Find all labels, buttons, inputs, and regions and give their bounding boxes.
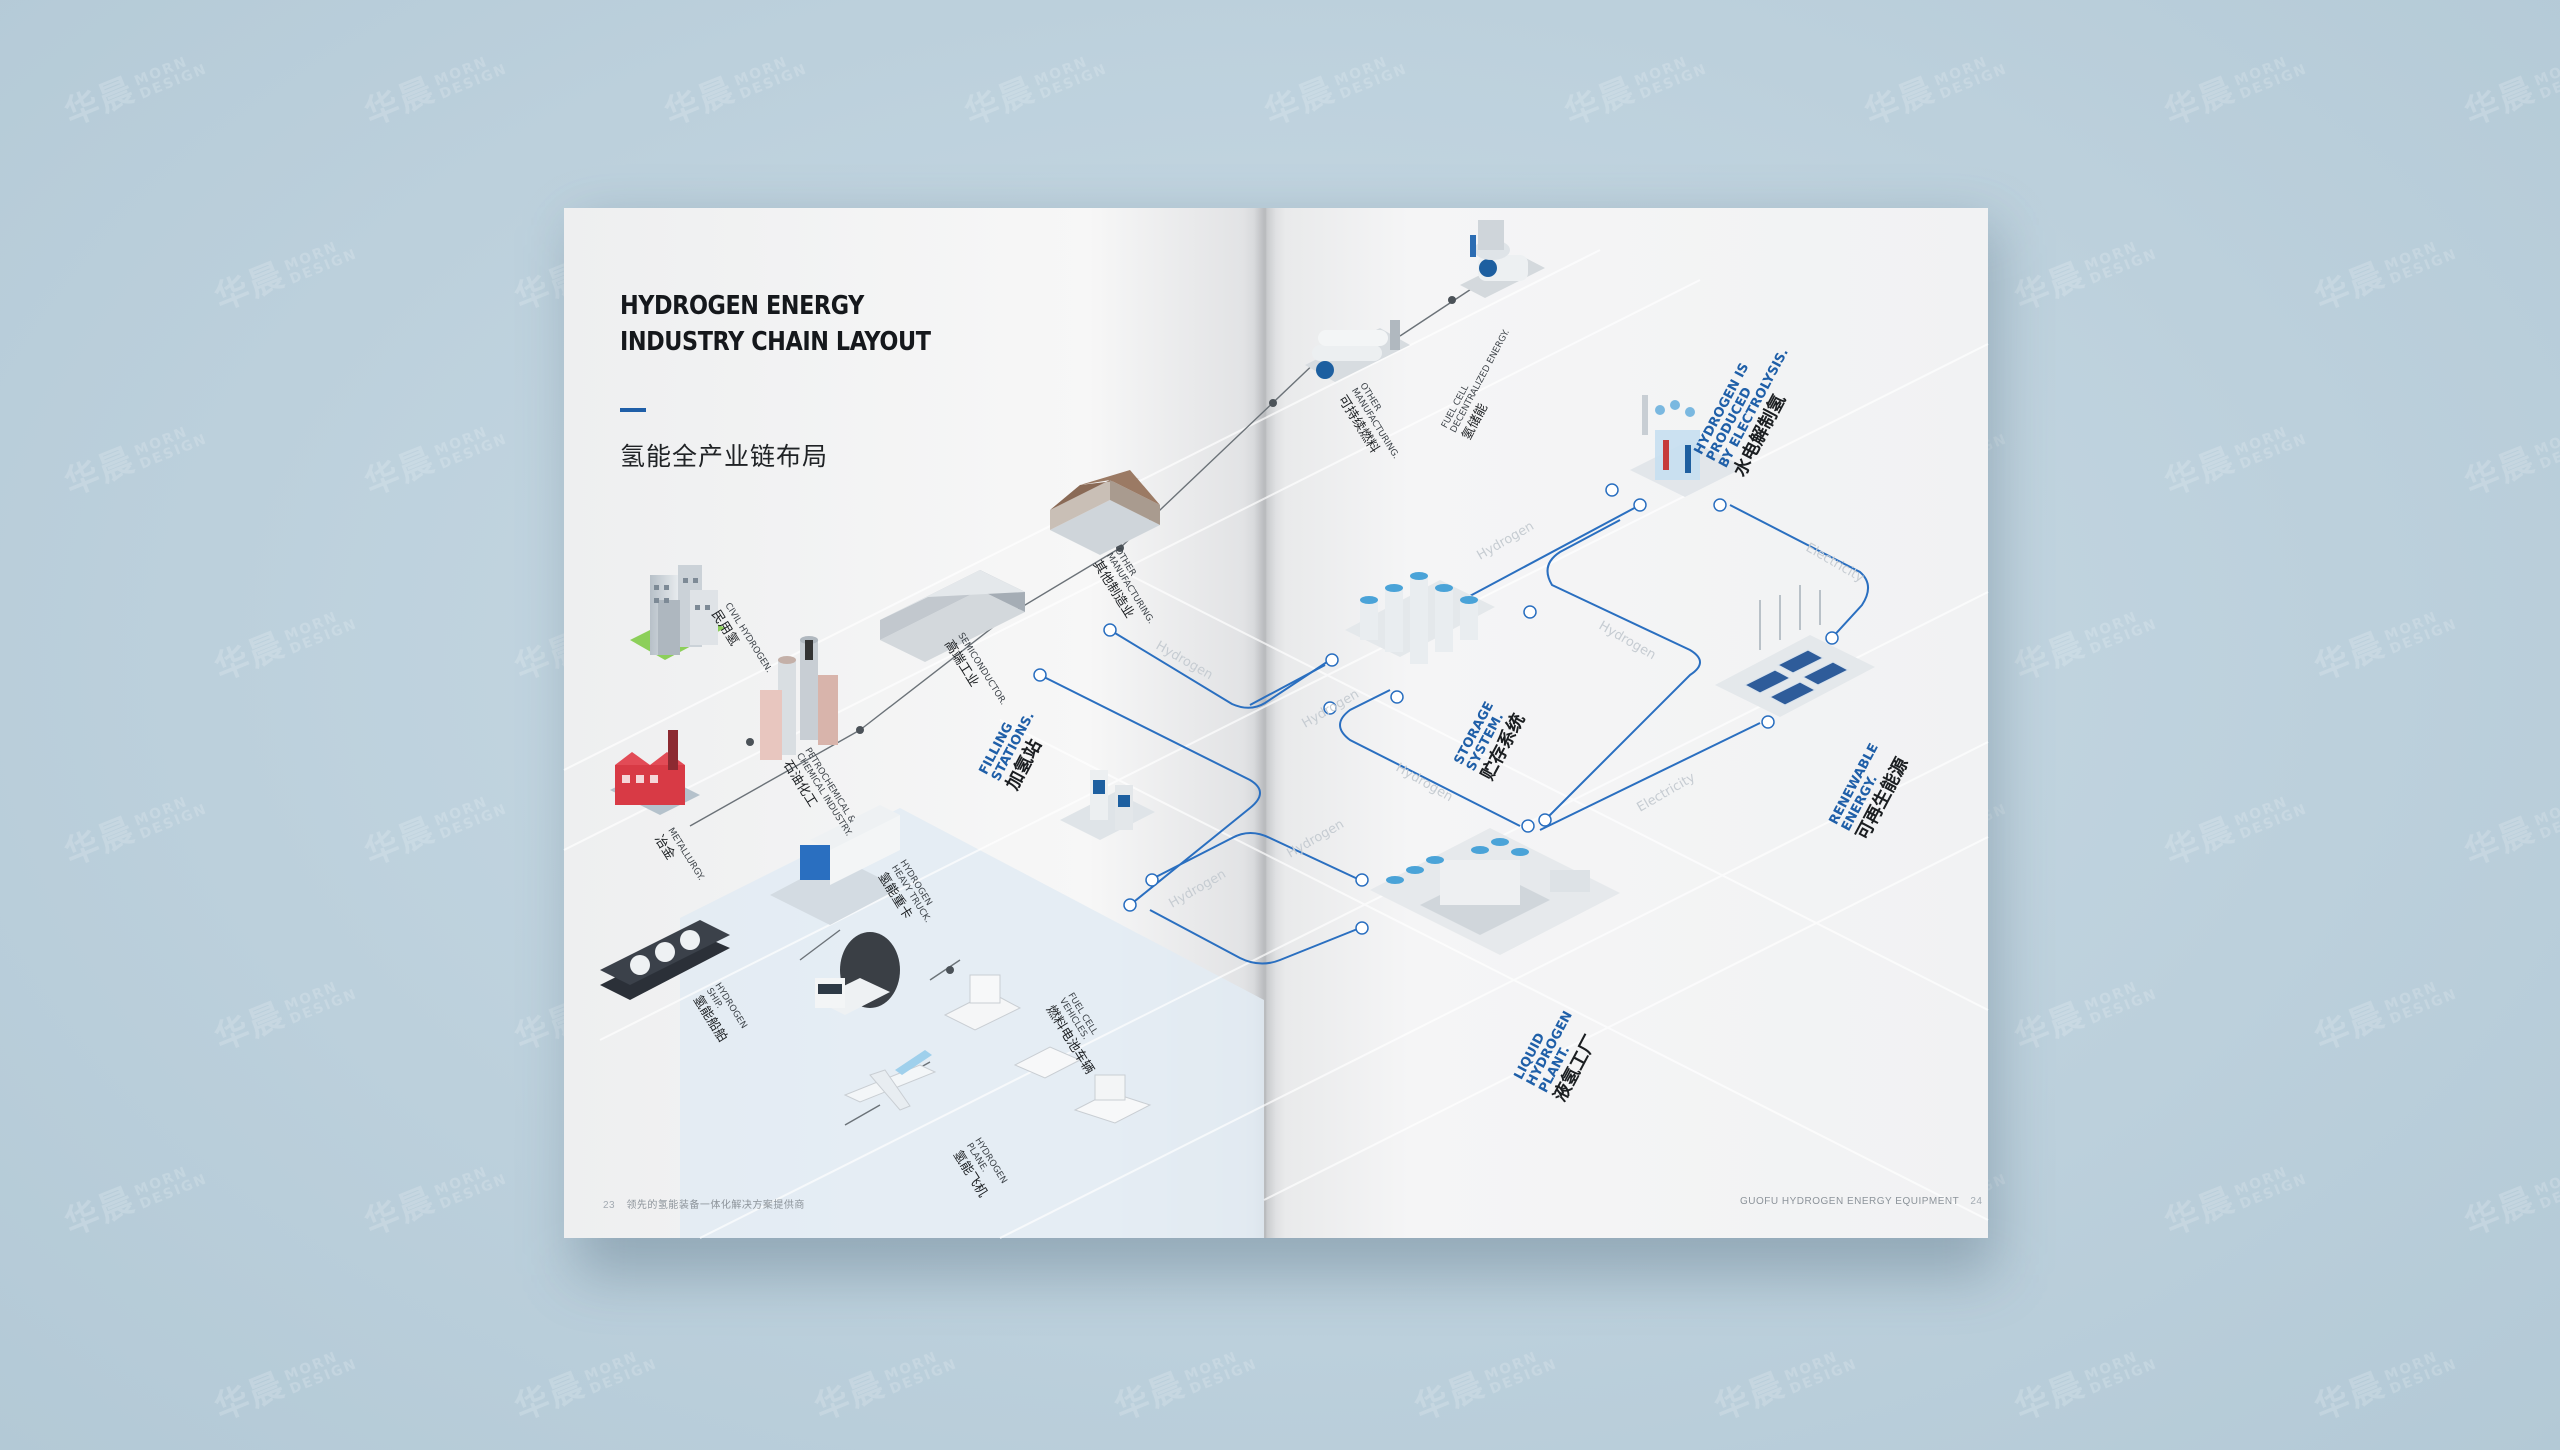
flow-electrolysis-to-liquid [1544, 519, 1701, 821]
flow-label-hydrogen-4: Hydrogen [1596, 618, 1658, 663]
flow-storage-to-semiconductor [1109, 629, 1331, 709]
flow-liquid-to-filling [1149, 832, 1361, 881]
renewable-energy-illustration [1715, 585, 1875, 717]
flow-storage-to-liquid [1339, 689, 1521, 827]
semiconductor-warehouse-illustration [880, 570, 1025, 662]
fuel-cell-energy-illustration [1460, 220, 1545, 298]
flow-label-hydrogen-1: Hydrogen [1475, 519, 1537, 564]
flow-label-hydrogen-7: Hydrogen [1167, 867, 1229, 912]
petrochemical-plant-illustration [760, 636, 838, 760]
hydrogen-ship-illustration [600, 920, 730, 1000]
fuel-tanks-illustration [1305, 320, 1410, 382]
flow-liquid-to-transport [1149, 909, 1361, 965]
civil-hydrogen-buildings-illustration [630, 565, 725, 660]
title-accent-bar [620, 408, 646, 412]
storage-tanks-illustration [1345, 572, 1495, 664]
right-page-number: 24 [1970, 1196, 1983, 1207]
flow-renewable-to-liquid [1539, 722, 1761, 831]
filling-station-illustration [1060, 770, 1155, 840]
title-english-line-2: INDUSTRY CHAIN LAYOUT [620, 327, 931, 357]
flow-lines [1039, 504, 1869, 965]
flow-label-electricity-2: Electricity [1635, 770, 1699, 815]
hydrogen-truck-illustration [770, 805, 900, 925]
flow-label-electricity-1: Electricity [1803, 540, 1867, 585]
flow-filling-to-semiconductor [1039, 674, 1261, 906]
flow-renewable-to-electrolysis [1729, 504, 1869, 641]
left-page-number: 23 [603, 1200, 616, 1211]
right-footer-text: GUOFU HYDROGEN ENERGY EQUIPMENT [1740, 1196, 1960, 1207]
bus-tunnel-illustration [815, 932, 900, 1015]
left-page-footer: 23 领先的氢能装备一体化解决方案提供商 [595, 1196, 805, 1211]
title-english-line-1: HYDROGEN ENERGY [620, 291, 864, 321]
metallurgy-factory-illustration [610, 730, 700, 815]
liquid-hydrogen-plant-illustration [1370, 828, 1620, 955]
title-chinese: 氢能全产业链布局 [620, 442, 829, 471]
hydrogen-plane-illustration [843, 1050, 937, 1111]
flow-label-hydrogen-5: Hydrogen [1393, 760, 1455, 805]
other-manufacturing-illustration [1050, 470, 1160, 555]
title-english: HYDROGEN ENERGY INDUSTRY CHAIN LAYOUT [620, 288, 931, 360]
flow-electrolysis-to-storage [1439, 504, 1641, 613]
right-page [1264, 208, 1988, 1238]
flow-storage-to-petro [1249, 664, 1326, 706]
fuel-cell-vehicles-illustration [943, 974, 1152, 1124]
flow-label-hydrogen-6: Hydrogen [1285, 817, 1347, 862]
spine-fold [1254, 208, 1276, 1238]
left-footer-text: 领先的氢能装备一体化解决方案提供商 [626, 1200, 805, 1211]
storage-cylinders [1360, 572, 1478, 664]
electrolysis-plant-illustration [1630, 395, 1745, 497]
right-page-footer: GUOFU HYDROGEN ENERGY EQUIPMENT 24 [1740, 1196, 1990, 1207]
